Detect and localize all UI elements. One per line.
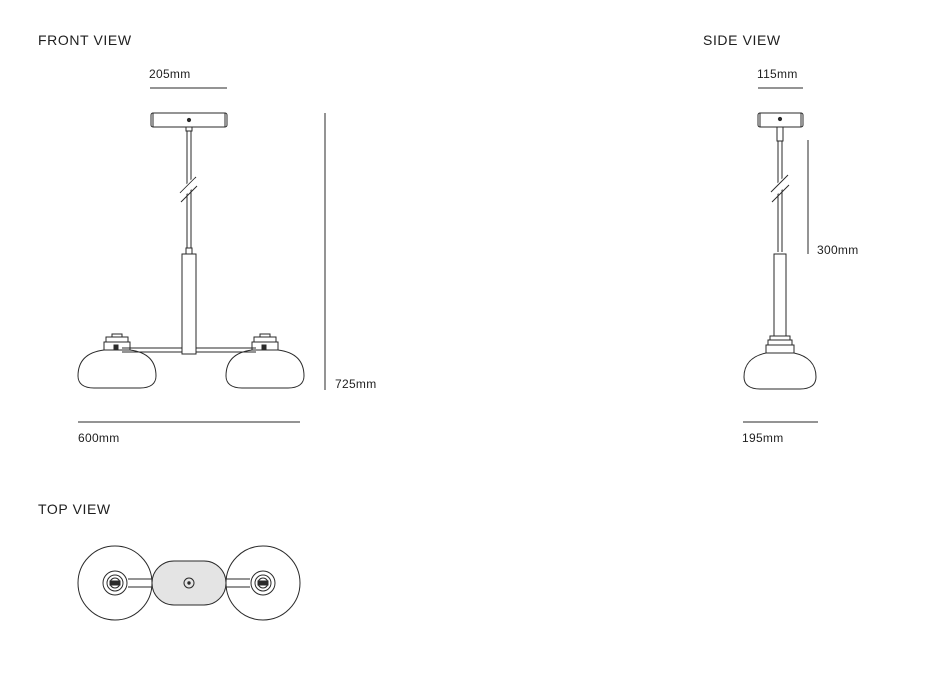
- top-view-drawing: [77, 545, 301, 621]
- front-canopy: [150, 112, 228, 128]
- front-stem-body: [181, 253, 197, 355]
- top-socket-left: [102, 570, 128, 596]
- side-suspension-rod: [768, 126, 792, 252]
- side-shade: [743, 335, 817, 390]
- side-canopy-width-label: 115mm: [757, 67, 798, 81]
- top-canopy-center: [183, 577, 195, 589]
- top-socket-right: [250, 570, 276, 596]
- front-view-title: FRONT VIEW: [38, 32, 132, 48]
- front-arm: [122, 347, 256, 353]
- front-view-drawing: [77, 87, 326, 423]
- side-shade-width-label: 195mm: [742, 431, 784, 445]
- side-view-title: SIDE VIEW: [703, 32, 781, 48]
- front-shade-left: [77, 333, 157, 389]
- front-suspension-rod: [177, 126, 200, 255]
- side-rod-length-label: 300mm: [817, 243, 859, 257]
- front-overall-height-label: 725mm: [335, 377, 377, 391]
- front-canopy-width-label: 205mm: [149, 67, 191, 81]
- side-view-drawing: [743, 87, 818, 423]
- front-overall-width-label: 600mm: [78, 431, 120, 445]
- front-shade-right: [225, 333, 305, 389]
- side-stem-body: [773, 253, 787, 337]
- side-canopy: [757, 112, 804, 128]
- top-view-title: TOP VIEW: [38, 501, 111, 517]
